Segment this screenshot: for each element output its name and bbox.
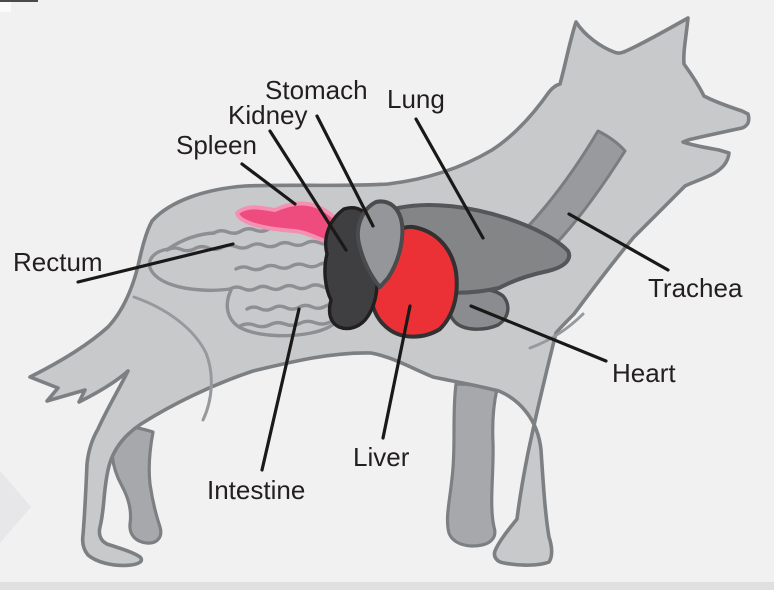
intestine-coil-curve (166, 231, 216, 251)
top-edge-artifact (0, 0, 38, 2)
intestine-coil-line (238, 319, 332, 329)
spleen-leader-line (240, 162, 297, 206)
background-chevron-icon[interactable] (0, 471, 31, 543)
stomach-leader-line (315, 114, 375, 228)
intestine-leader-line (260, 307, 301, 472)
kidney-label: Kidney (228, 100, 308, 130)
trachea-label: Trachea (648, 273, 743, 303)
rectum-label: Rectum (13, 247, 103, 277)
shoulder-contour-line (528, 312, 585, 350)
lung-leader-line (414, 117, 485, 240)
bottom-edge-shadow (0, 582, 774, 590)
intestine-coil-line (245, 302, 340, 312)
liver-label: Liver (353, 442, 410, 472)
stomach-label: Stomach (265, 75, 368, 105)
thigh-contour-line (132, 295, 213, 422)
liver-leader-line (381, 304, 412, 440)
heart-label: Heart (612, 358, 676, 388)
intestine-coil-line (234, 260, 335, 272)
far-front-leg-shape (445, 382, 499, 548)
heart-leader-line (469, 304, 608, 363)
intestine-coil-curve (147, 247, 232, 293)
spleen-label: Spleen (176, 130, 257, 160)
stomach-shape (356, 199, 405, 289)
rectum-leader-line (76, 242, 235, 284)
trachea-leader-line (567, 212, 670, 272)
intestine-coil-line (165, 239, 335, 253)
intestine-coil-line (228, 283, 337, 292)
far-hind-leg-shape (110, 424, 163, 545)
intestine-label: Intestine (207, 475, 305, 505)
intestine-coil-curve (225, 288, 343, 338)
corner-square-artifact (0, 2, 11, 12)
kidney-leader-line (268, 129, 348, 252)
lung-label: Lung (387, 84, 445, 114)
